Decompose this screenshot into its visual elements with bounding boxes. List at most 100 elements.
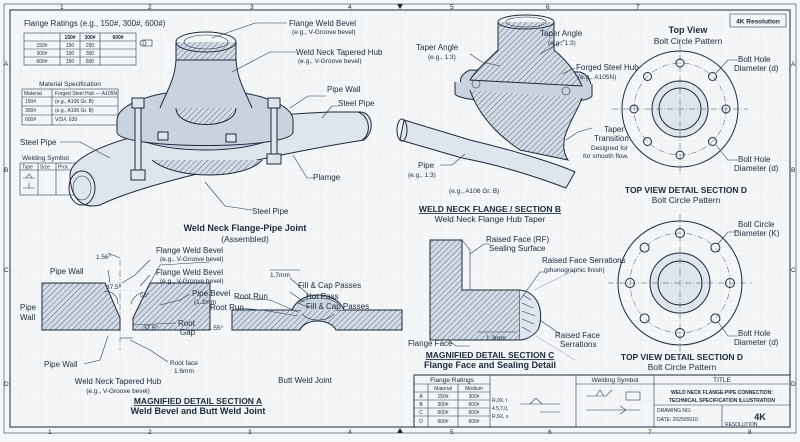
welding-symbol-title: Welding Symbol <box>22 155 69 162</box>
bolt-hole <box>639 242 650 253</box>
label-pipe-wall-top: Pipe Wall <box>50 267 84 276</box>
welding-header: Proc <box>58 165 69 171</box>
flange-ratings-title: Flange Ratings (e.g., 150#, 300#, 600#) <box>24 19 166 28</box>
bolt <box>130 97 146 181</box>
material-spec-header: Forged Steel Hub — A105N <box>55 91 117 97</box>
label-raised-face-sub: Sealing Surface <box>489 244 546 253</box>
top-view-title: Top View <box>669 25 709 35</box>
grid-background <box>10 10 790 427</box>
weld-note: R,6X, s <box>492 414 509 420</box>
grid-ref-top-4: 4 <box>348 4 352 11</box>
welding-header: Size <box>40 165 50 171</box>
label-root-face: Root face <box>170 360 198 367</box>
label-steel-pipe-right: Steel Pipe <box>338 99 375 108</box>
grid-ref-bottom-6: 6 <box>548 429 552 436</box>
ratings-cell: 200 <box>86 43 95 49</box>
label-root-run-2: Root Run <box>210 303 244 312</box>
bolt-hole <box>725 278 735 288</box>
label-root: Root <box>178 319 196 328</box>
ratings-cell: 150 <box>66 59 75 65</box>
label-tapered-hub-sub: (e.g., V-Groove bevel) <box>298 58 362 65</box>
bolt-hole <box>675 328 685 338</box>
bolt-holes <box>625 228 735 338</box>
label-serrations-2: Raised Face <box>555 331 600 340</box>
grid-ref-bottom-1: 1 <box>48 429 52 436</box>
material-spec-table: Material Specification Material Forged S… <box>21 81 119 126</box>
view-b-title: WELD NECK FLANGE / SECTION B <box>419 204 561 214</box>
ratings-cell: 300 <box>86 51 95 57</box>
label-bolt-circle: Bolt Circle <box>738 220 775 229</box>
weld-symbol-icon <box>23 173 35 179</box>
label-taper-angle-right: Taper Angle <box>540 29 583 38</box>
ratings-cell: 600# <box>36 59 47 65</box>
label-pipe-sub: (e.g., 1:3) <box>408 172 436 179</box>
grid-ref-right-b: B <box>791 167 795 174</box>
label-pipe-bevel-sub: (1.2mm <box>194 299 216 306</box>
label-flange-bevel-2: Flange Weld Bevel <box>156 268 223 277</box>
label-forged-hub: Forged Steel Hub <box>576 63 639 72</box>
ratings-header-150: 150# <box>64 35 75 41</box>
label-fill-cap-1: Fill & Cap Passes <box>298 281 361 290</box>
weld-symbol-icon <box>586 389 613 397</box>
label-flange-bevel-1: Flange Weld Bevel <box>156 246 223 255</box>
weld-passes <box>291 294 345 311</box>
view-d-top-bolt-circle: Top View Bolt Circle Pattern Bolt Hole D… <box>612 25 779 205</box>
label-bolt-hole-2-sub: Diameter (d) <box>734 164 779 173</box>
bolt-nut <box>157 131 169 141</box>
bolt-hole <box>675 150 685 160</box>
title-ratings-cell: 600# <box>437 419 448 425</box>
detail-c-caption: MAGNIFIED DETAIL SECTION C <box>426 350 555 360</box>
grid-ref-top-6: 6 <box>546 4 550 11</box>
label-taper-transition: Transition <box>594 134 629 143</box>
detail-a-caption-sub: Weld Bevel and Butt Weld Joint <box>131 406 266 416</box>
bolt-hole <box>708 72 717 81</box>
ratings-cell: 150# <box>36 43 47 49</box>
view-a-title: Weld Neck Flange-Pipe Joint <box>184 223 307 233</box>
label-bolt-hole-1: Bolt Hole <box>738 55 771 64</box>
ratings-cell: 600 <box>86 59 95 65</box>
view-a-subtitle: (Assembled) <box>221 234 269 244</box>
label-steel-pipe-bottom: Steel Pipe <box>252 207 289 216</box>
title-ratings-cell: D <box>419 419 423 425</box>
drawing-date: DATE: 2025/06/10 <box>657 417 698 423</box>
label-pipe: Pipe <box>418 161 435 170</box>
ratings-cell: 100 <box>66 51 75 57</box>
bolt-hole <box>675 228 685 238</box>
label-pipe-wall-left: Pipe <box>20 303 37 312</box>
label-hub-detail-sub: (e.g., V-Groove bevel) <box>86 388 150 395</box>
title-ratings-cell: 300# <box>437 402 448 408</box>
bolt-hole <box>643 137 652 146</box>
grid-ref-top-7: 7 <box>636 4 640 11</box>
pipe-end-opening <box>68 170 96 206</box>
weld-symbol-icon <box>23 183 35 189</box>
label-taper-angle-right-sub: (e.g., 1:3) <box>548 40 576 47</box>
top-view-caption: TOP VIEW DETAIL SECTION D <box>625 185 747 195</box>
label-fill-cap-2: Fill & Cap Passes <box>306 302 369 311</box>
detail-c-flange-face: Raised Face (RF) Sealing Surface Raised … <box>408 235 626 370</box>
grid-ref-top-5: 5 <box>450 4 454 11</box>
label-root-run-1: Root Run <box>234 292 268 301</box>
ratings-header-300: 300# <box>84 35 95 41</box>
ratings-cell: 300# <box>36 51 47 57</box>
title-ratings-header: Medium <box>465 386 483 392</box>
view-b-hub-taper: Taper Angle (e.g., 1:3) Taper Angle (e.g… <box>396 14 639 224</box>
label-flange-weld-bevel: Flange Weld Bevel <box>289 19 356 28</box>
dim-root: 1.55° <box>208 324 224 332</box>
title-ratings-cell: A <box>419 394 423 400</box>
label-pipe-wall-bottom: Pipe Wall <box>44 360 78 369</box>
bolt-hole <box>639 313 650 324</box>
weld-bead <box>151 159 263 176</box>
dim-angle-2: 37.5° <box>143 324 159 332</box>
grid-ref-top-2: 2 <box>148 4 152 11</box>
label-taper-transition-note: Designed for <box>591 145 629 152</box>
label-serrations-2-sub: Serrations <box>560 340 596 349</box>
label-taper-angle-left: Taper Angle <box>416 43 459 52</box>
label-bolt-hole-3: Bolt Hole <box>738 329 771 338</box>
title-ratings-cell: 600# <box>468 410 479 416</box>
top-view-subtitle: Bolt Circle Pattern <box>654 36 723 46</box>
weld-symbol-icon <box>520 397 560 413</box>
bolt-hole <box>625 278 635 288</box>
bolt-hole <box>675 58 685 68</box>
dim-angle: 37.5° <box>106 283 122 291</box>
